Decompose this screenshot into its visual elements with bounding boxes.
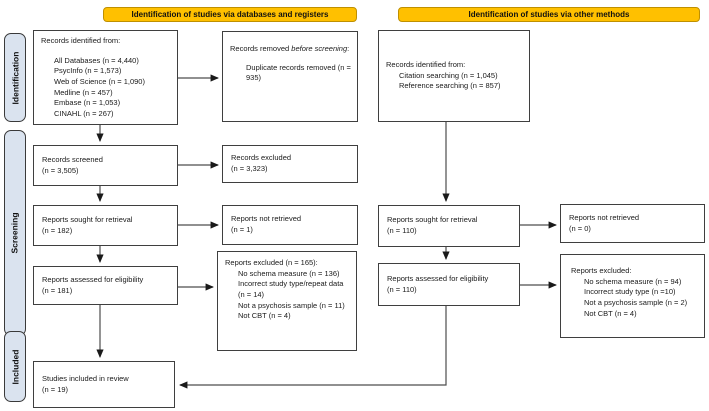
box-items: Citation searching (n = 1,045)Reference … (386, 71, 525, 92)
list-item: Incorrect study type/repeat data (n = 14… (238, 279, 344, 299)
box-studies-included-review: Studies included in review (n = 19) (33, 361, 175, 408)
list-item: Not CBT (n = 4) (584, 308, 637, 318)
header-databases-registers: Identification of studies via databases … (103, 7, 357, 22)
box-reports-sought-databases: Reports sought for retrieval (n = 182) (33, 205, 178, 246)
box-reports-not-retrieved-databases: Reports not retrieved (n = 1) (222, 205, 358, 245)
box-line2: (n = 3,505) (42, 165, 79, 175)
box-line1: Reports sought for retrieval (42, 214, 133, 224)
box-title: Records identified from: (386, 60, 466, 70)
list-item: Medline (n = 457) (54, 87, 113, 97)
box-line2: (n = 182) (42, 225, 73, 235)
box-items: No schema measure (n = 94)Incorrect stud… (571, 277, 700, 320)
box-records-excluded: Records excluded (n = 3,323) (222, 145, 358, 183)
box-line1: Reports assessed for eligibility (42, 274, 144, 284)
list-item: No schema measure (n = 136) (238, 268, 340, 278)
box-records-identified-databases: Records identified from: All Databases (… (33, 30, 178, 125)
box-items: No schema measure (n = 136)Incorrect stu… (225, 269, 352, 322)
box-line1: Reports not retrieved (231, 214, 302, 224)
box-records-removed-before-screening: Records removed before screening: Duplic… (222, 31, 358, 122)
list-item: Not a psychosis sample (n = 2) (584, 297, 688, 307)
box-line1: Reports not retrieved (569, 212, 640, 222)
box-reports-not-retrieved-other: Reports not retrieved (n = 0) (560, 204, 705, 243)
box-line2: (n = 1) (231, 225, 253, 234)
box-reports-sought-other: Reports sought for retrieval (n = 110) (378, 205, 520, 247)
list-item: Embase (n = 1,053) (54, 98, 121, 108)
list-item: Not CBT (n = 4) (238, 311, 291, 321)
box-line1: Studies included in review (42, 373, 129, 383)
list-item: CINAHL (n = 267) (54, 108, 114, 118)
box-records-screened: Records screened (n = 3,505) (33, 145, 178, 186)
box-title: Reports excluded (n = 165): (225, 258, 318, 267)
box-reports-excluded-other: Reports excluded: No schema measure (n =… (560, 254, 705, 338)
stage-label-included: Included (10, 349, 21, 384)
list-item: No schema measure (n = 94) (584, 276, 682, 286)
list-item: Reference searching (n = 857) (399, 81, 501, 91)
box-records-identified-other: Records identified from: Citation search… (378, 30, 530, 122)
box-line2: (n = 110) (387, 284, 417, 294)
stage-label-identification: Identification (10, 51, 21, 104)
list-item: Citation searching (n = 1,045) (399, 70, 498, 80)
box-line2: (n = 110) (387, 226, 417, 235)
stage-chip-identification: Identification (4, 33, 26, 122)
list-item: PsycInfo (n = 1,573) (54, 66, 122, 76)
box-reports-assessed-databases: Reports assessed for eligibility (n = 18… (33, 266, 178, 305)
list-item: All Databases (n = 4,440) (54, 55, 139, 65)
box-line1: Reports assessed for eligibility (387, 273, 489, 283)
box-line1: Reports sought for retrieval (387, 215, 478, 225)
box-reports-excluded-databases: Reports excluded (n = 165): No schema me… (217, 251, 357, 351)
box-line2: (n = 19) (42, 384, 69, 394)
box-line2: (n = 3,323) (231, 164, 268, 173)
box-line2: (n = 181) (42, 285, 73, 295)
box-line2: (n = 0) (569, 223, 591, 233)
box-reports-assessed-other: Reports assessed for eligibility (n = 11… (378, 263, 520, 306)
box-title: Records removed before screening: (230, 44, 350, 53)
stage-label-screening: Screening (10, 212, 21, 254)
list-item: Not a psychosis sample (n = 11) (238, 300, 345, 310)
box-title: Reports excluded: (571, 266, 632, 275)
list-item: Duplicate records removed (n = 935) (246, 62, 351, 83)
list-item: Incorrect study type (n =10) (584, 287, 676, 297)
header-other-methods: Identification of studies via other meth… (398, 7, 700, 22)
box-title: Records identified from: (41, 36, 121, 45)
stage-chip-included: Included (4, 331, 26, 402)
box-line1: Records excluded (231, 153, 292, 163)
box-line1: Records screened (42, 154, 103, 164)
stage-chip-screening: Screening (4, 130, 26, 336)
box-items: All Databases (n = 4,440)PsycInfo (n = 1… (41, 56, 173, 120)
box-items: Duplicate records removed (n = 935) (230, 63, 353, 84)
list-item: Web of Science (n = 1,090) (54, 76, 145, 86)
